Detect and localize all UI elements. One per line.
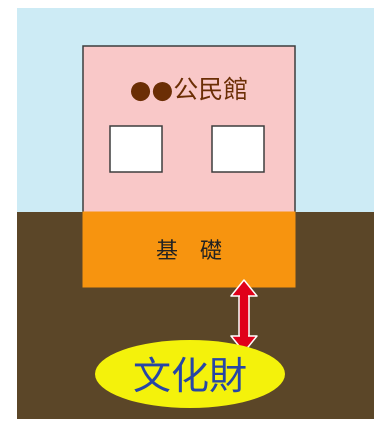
window-right xyxy=(211,125,265,173)
artifact-label: 文化財 xyxy=(133,354,247,398)
artifact-ellipse xyxy=(95,340,285,408)
distance-arrow xyxy=(230,279,258,353)
foundation-label: 基 礎 xyxy=(156,239,222,264)
building-name: ●●公民館 xyxy=(130,75,249,104)
foundation xyxy=(82,211,296,288)
window-left xyxy=(109,125,163,173)
